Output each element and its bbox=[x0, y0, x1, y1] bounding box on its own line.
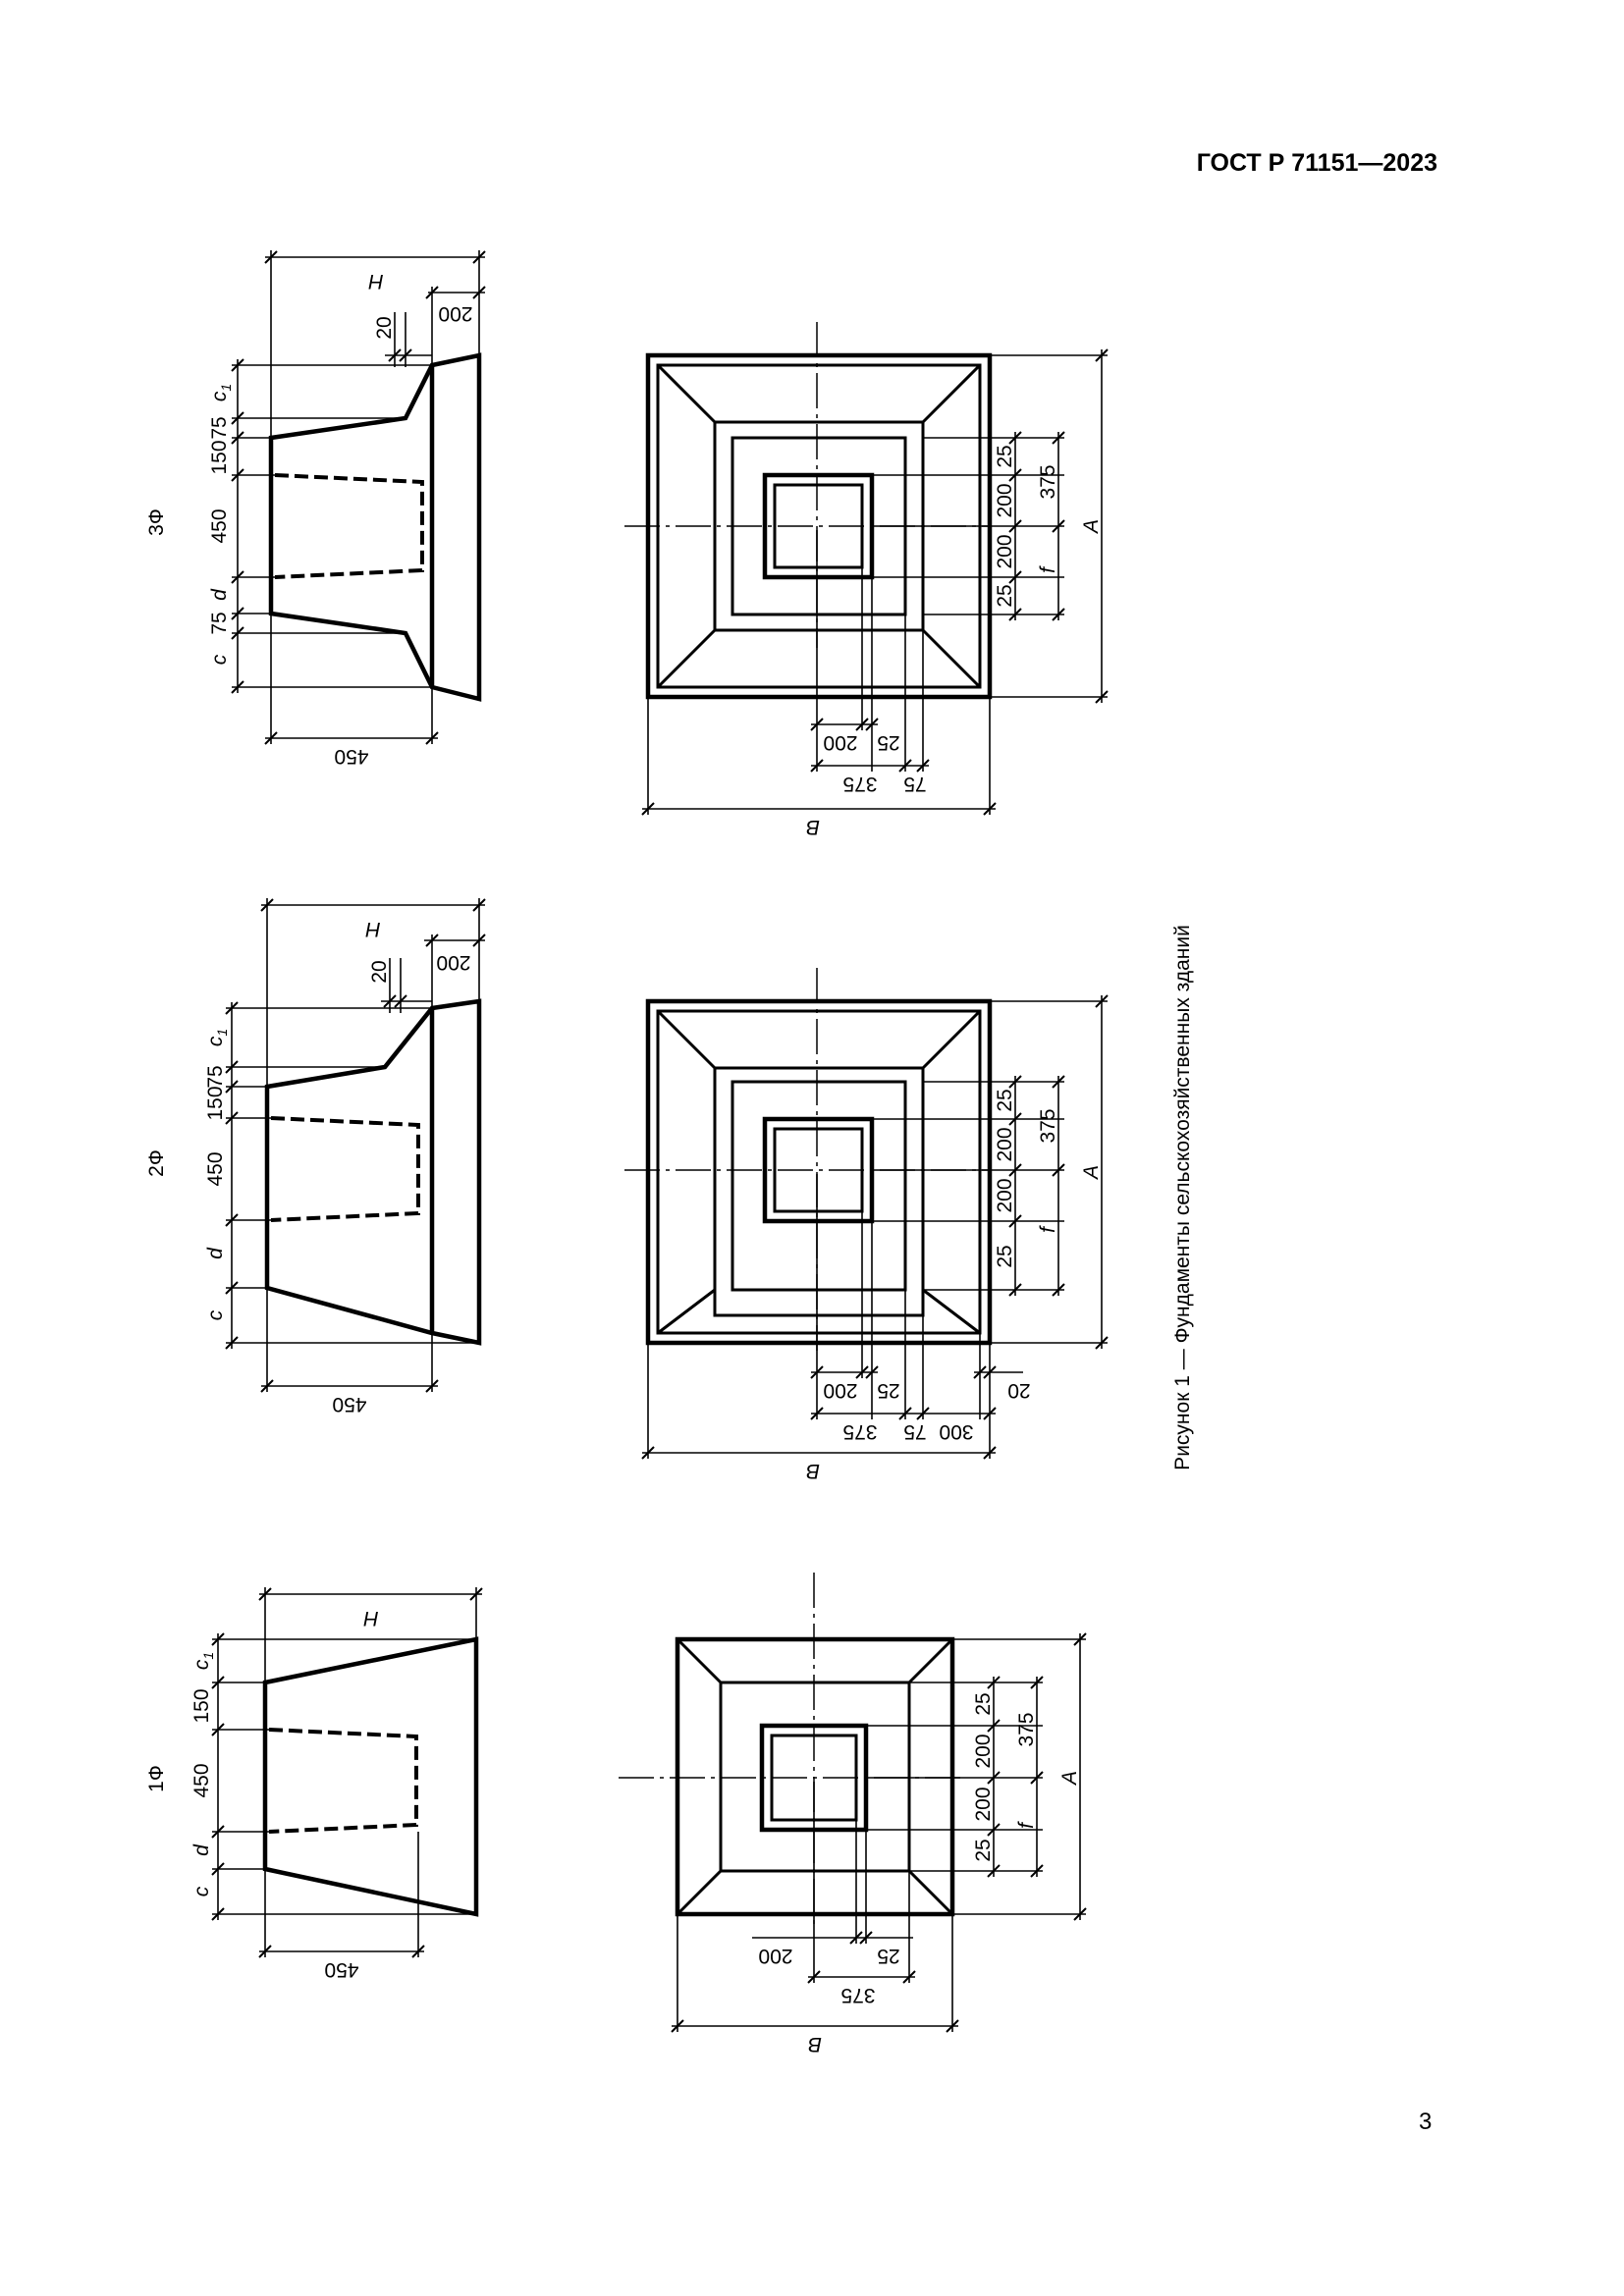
dim-label: 375 bbox=[1037, 1108, 1059, 1143]
dim-label: B bbox=[808, 2033, 822, 2056]
dim-label: 375 bbox=[842, 1420, 877, 1443]
dim-label: 200 bbox=[436, 951, 470, 974]
dim-label: 25 bbox=[994, 584, 1016, 607]
dim-label: f bbox=[1015, 1821, 1038, 1829]
dim-label: 25 bbox=[877, 731, 899, 754]
dim-label: c bbox=[208, 654, 231, 665]
dim-label: f bbox=[1037, 1225, 1059, 1233]
variant-1f-section: 1Ф H c1 150 450 d c 450 bbox=[145, 1587, 483, 1981]
dim-label: B bbox=[806, 816, 820, 838]
dim-label: 200 bbox=[823, 731, 857, 754]
dim-label: 200 bbox=[994, 1178, 1016, 1212]
dim-label: 150 bbox=[208, 440, 231, 474]
dim-label: 200 bbox=[438, 302, 472, 325]
dim-label: c1 bbox=[208, 384, 234, 401]
dim-label: f bbox=[1037, 565, 1059, 573]
dim-label: 25 bbox=[994, 1245, 1016, 1267]
variant-label: 2Ф bbox=[145, 1149, 168, 1177]
dim-label: 20 bbox=[368, 960, 391, 983]
dim-label: 200 bbox=[758, 1945, 792, 1967]
dim-label: c1 bbox=[190, 1652, 216, 1670]
dim-label: 450 bbox=[324, 1958, 358, 1981]
dim-label: A bbox=[1080, 519, 1103, 535]
dim-label: A bbox=[1080, 1165, 1103, 1181]
dim-label: 20 bbox=[1007, 1379, 1030, 1402]
dim-label: 200 bbox=[823, 1379, 857, 1402]
dim-label: c bbox=[190, 1886, 213, 1896]
dim-label: H bbox=[365, 918, 381, 940]
dim-label: c1 bbox=[204, 1029, 230, 1046]
dim-label: 450 bbox=[204, 1151, 227, 1186]
variant-1f-plan: 25 200 200 25 375 f A 200 25 375 B bbox=[619, 1573, 1087, 2056]
dim-label: 25 bbox=[972, 1692, 995, 1715]
dim-label: 75 bbox=[903, 773, 926, 795]
dim-label: c bbox=[204, 1309, 227, 1320]
variant-3f-plan: 25 200 200 25 375 f A 200 25 375 75 B bbox=[624, 322, 1109, 838]
variant-2f-section: 2Ф H 200 20 c1 75 150 450 d c bbox=[145, 898, 486, 1415]
dim-label: 75 bbox=[204, 1065, 227, 1088]
dim-label: 450 bbox=[190, 1763, 213, 1797]
dim-label: 25 bbox=[994, 1089, 1016, 1111]
dim-label: 75 bbox=[208, 416, 231, 439]
dim-label: 20 bbox=[373, 316, 396, 339]
dim-label: d bbox=[190, 1843, 213, 1856]
dim-label: 375 bbox=[1015, 1712, 1038, 1746]
dim-label: 200 bbox=[994, 483, 1016, 517]
dim-label: H bbox=[363, 1607, 379, 1629]
dim-label: 25 bbox=[972, 1839, 995, 1861]
document-header: ГОСТ Р 71151—2023 bbox=[1196, 149, 1437, 177]
dim-label: B bbox=[806, 1460, 820, 1482]
dim-label: 200 bbox=[994, 534, 1016, 568]
dim-label: 25 bbox=[877, 1379, 899, 1402]
dim-label: d bbox=[204, 1247, 227, 1259]
variant-3f-section: 3Ф H 200 20 c1 75 150 bbox=[145, 250, 486, 768]
dim-label: 450 bbox=[208, 508, 231, 543]
dim-label: 75 bbox=[208, 612, 231, 634]
dim-label: 300 bbox=[939, 1420, 973, 1443]
dim-label: H bbox=[368, 270, 384, 293]
dim-label: 25 bbox=[994, 445, 1016, 467]
dim-label: 450 bbox=[332, 1393, 366, 1415]
dim-label: 25 bbox=[877, 1945, 899, 1967]
figure-caption: Рисунок 1 — Фундаменты сельскохозяйствен… bbox=[1171, 925, 1194, 1470]
dim-label: 450 bbox=[334, 745, 368, 768]
dim-label: 200 bbox=[972, 1734, 995, 1768]
dim-label: A bbox=[1058, 1771, 1081, 1787]
variant-2f-plan: 25 200 200 25 375 f A 200 25 20 375 75 3… bbox=[624, 968, 1109, 1482]
variant-label: 3Ф bbox=[145, 508, 168, 536]
page-number: 3 bbox=[1419, 2109, 1433, 2135]
variant-label: 1Ф bbox=[145, 1765, 168, 1792]
dim-label: d bbox=[208, 588, 231, 601]
dim-label: 150 bbox=[190, 1688, 213, 1723]
dim-label: 75 bbox=[903, 1420, 926, 1443]
dim-label: 200 bbox=[972, 1787, 995, 1821]
dim-label: 375 bbox=[840, 1984, 875, 2006]
dim-label: 200 bbox=[994, 1127, 1016, 1161]
dim-label: 375 bbox=[1037, 464, 1059, 499]
dim-label: 150 bbox=[204, 1086, 227, 1120]
dim-label: 375 bbox=[842, 773, 877, 795]
